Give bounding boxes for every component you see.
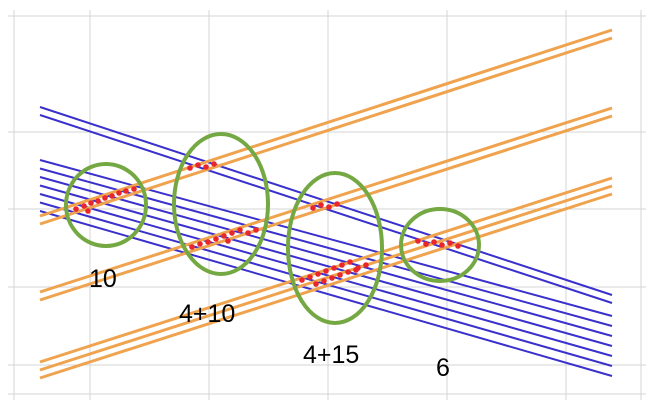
hit-point [339,262,345,268]
hit-point [245,230,251,236]
group-circle [399,207,481,283]
hit-point [131,186,137,192]
blue-line [39,167,613,327]
hit-point [347,259,353,265]
hit-point [431,239,437,245]
hit-point [331,265,337,271]
hit-point [205,239,211,245]
group-circles [64,132,481,325]
blue-line [39,176,613,337]
hit-point [310,205,316,211]
group-circle [286,171,384,325]
group-label-4: 6 [436,354,450,382]
hit-point [237,227,243,233]
orange-line-bundle [39,28,613,380]
orange-line [39,36,613,226]
hit-points [73,161,461,287]
hit-point [326,204,332,210]
hit-point [85,208,91,214]
blue-line [39,201,613,367]
hit-point [116,190,122,196]
hit-point [415,238,421,244]
hit-point [439,242,445,248]
hit-point [197,241,203,247]
orange-line [39,114,613,302]
group-label-2: 4+10 [179,300,236,328]
orange-line [39,106,613,294]
hit-point [447,240,453,246]
hit-point [229,230,235,236]
blue-line [39,193,613,357]
hit-point [313,281,319,287]
hit-point [73,206,79,212]
orange-line [39,192,613,380]
hit-point [211,161,217,167]
hit-point [334,201,340,207]
hit-point [363,262,369,268]
hit-point [81,203,87,209]
hit-point [323,268,329,274]
hit-point [189,244,195,250]
hit-point [195,162,201,168]
hit-point [423,241,429,247]
blue-line [39,210,613,377]
hit-point [253,227,259,233]
orange-line [39,184,613,372]
hit-point [95,198,101,204]
blue-line [39,184,613,347]
hit-point [307,274,313,280]
hit-point [315,271,321,277]
orange-line [39,28,613,218]
group-label-1: 10 [89,265,117,293]
hit-point [88,200,94,206]
hit-point [221,233,227,239]
hit-point [213,236,219,242]
hit-point [455,243,461,249]
hit-point [203,164,209,170]
hit-point [187,165,193,171]
group-circle [64,162,148,248]
hit-point [109,193,115,199]
hit-point [345,269,351,275]
hit-point [353,267,359,273]
hit-point [123,188,129,194]
group-circle [172,132,270,276]
hit-point [318,202,324,208]
group-label-3: 4+15 [303,341,360,369]
hit-point [102,195,108,201]
hit-point [321,278,327,284]
hit-point [225,238,231,244]
hit-point [337,272,343,278]
hit-point [299,277,305,283]
hit-point [329,275,335,281]
